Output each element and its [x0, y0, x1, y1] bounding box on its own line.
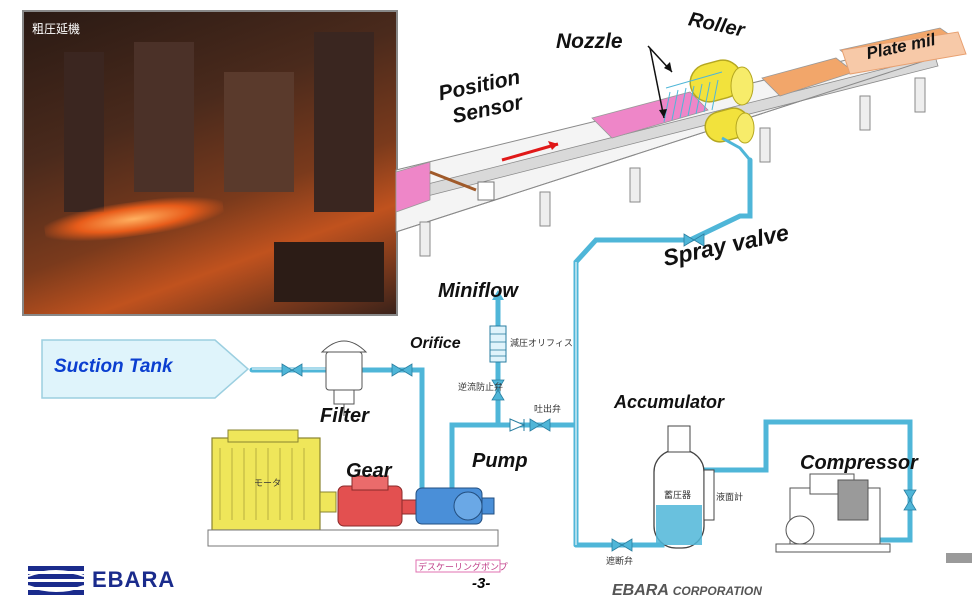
plate-slab-center	[591, 91, 709, 139]
ebara-logo-icon	[28, 566, 85, 595]
photo-caption: 粗圧延機	[32, 22, 81, 36]
corporation-main: EBARA	[612, 582, 669, 599]
compressor-label: Compressor	[800, 452, 918, 474]
discharge-valve-note: 吐出弁	[534, 405, 562, 415]
pump-label: Pump	[472, 450, 528, 472]
valve-symbols	[281, 233, 917, 552]
nozzle-label: Nozzle	[556, 30, 623, 53]
gear-label: Gear	[346, 460, 392, 482]
nozzle-header	[663, 71, 723, 123]
base-plate	[207, 529, 499, 547]
page-number: -3-	[472, 575, 491, 592]
filter-unit	[320, 340, 368, 416]
gear-unit	[337, 475, 417, 527]
filter-label: Filter	[320, 405, 369, 427]
level-gauge-note: 液面計	[716, 493, 744, 503]
check-valve-note: 逆流防止弁	[458, 383, 504, 393]
mill-column	[134, 42, 194, 192]
mill-floor	[274, 242, 384, 302]
motor-note: モータ	[254, 479, 282, 489]
mill-column	[224, 72, 294, 192]
suction-tank-shape	[41, 339, 250, 399]
accumulator-jp-note: 蓄圧器	[664, 491, 692, 501]
mill-column	[314, 32, 374, 212]
orifice-element	[489, 325, 507, 363]
slide-tab-marker	[946, 553, 972, 563]
ebara-logo-text: EBARA	[92, 567, 176, 592]
stop-valve-note: 遮断弁	[606, 557, 634, 567]
plate-mil-tag	[841, 31, 967, 75]
position-sensor-box	[477, 181, 495, 201]
corporation-name: EBARA CORPORATION	[612, 582, 762, 600]
orifice-label: Orifice	[410, 335, 461, 352]
compressor-unit	[775, 473, 891, 553]
pump-jp-note: デスケーリングポンプ	[418, 563, 508, 573]
pump-unit	[415, 487, 495, 525]
mill-column	[64, 52, 104, 212]
reducing-orifice-note: 減圧オリフィス	[510, 339, 573, 349]
miniflow-label: Miniflow	[438, 280, 518, 302]
corporation-sub: CORPORATION	[672, 584, 762, 598]
accumulator-label: Accumulator	[614, 392, 725, 412]
suction-tank-label: Suction Tank	[54, 356, 173, 377]
roller-assembly	[689, 59, 755, 144]
plate-slab-left	[395, 161, 431, 213]
accumulator-vessel	[653, 425, 715, 549]
flow-direction-arrow	[501, 142, 559, 162]
rolling-mill-photo: 粗圧延機	[22, 10, 398, 316]
